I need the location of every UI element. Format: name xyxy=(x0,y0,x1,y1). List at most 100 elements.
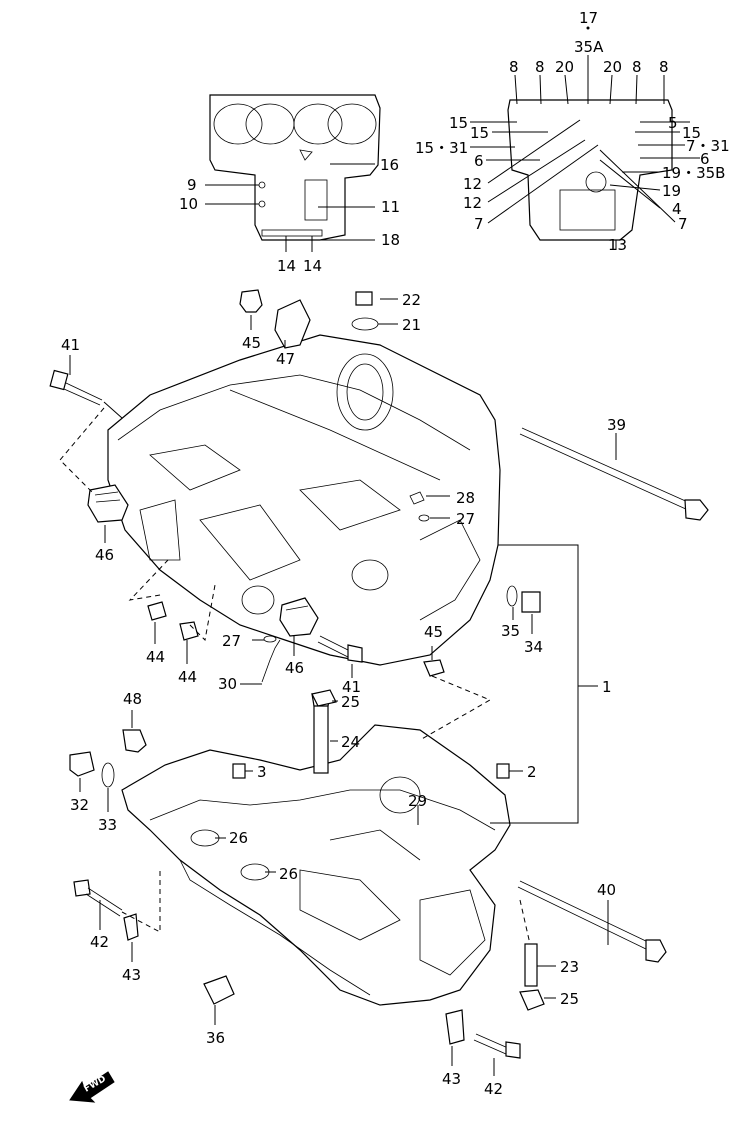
label-42b: 42 xyxy=(484,1080,503,1098)
label-35a: 35A xyxy=(574,38,604,56)
label-18: 18 xyxy=(381,231,400,249)
label-6b: 6 xyxy=(700,150,710,168)
filter-36 xyxy=(203,975,235,1005)
label-45b: 45 xyxy=(424,623,443,641)
label-47: 47 xyxy=(276,350,295,368)
label-41a: 41 xyxy=(61,336,80,354)
plug-34 xyxy=(521,591,541,613)
label-9: 9 xyxy=(187,176,197,194)
label-29: 29 xyxy=(408,792,427,810)
label-8d: 8 xyxy=(659,58,669,76)
gasket-21 xyxy=(351,317,379,331)
label-8a: 8 xyxy=(509,58,519,76)
label-26b: 26 xyxy=(279,865,298,883)
dowel-46a xyxy=(87,484,129,523)
switch-48 xyxy=(122,729,147,753)
label-27b: 27 xyxy=(222,632,241,650)
label-14a: 14 xyxy=(277,257,296,275)
washer-44a xyxy=(147,601,167,621)
breather-47 xyxy=(274,299,311,349)
label-23: 23 xyxy=(560,958,579,976)
label-43a: 43 xyxy=(122,966,141,984)
label-19-35b: 19・35B xyxy=(662,164,725,182)
label-19: 19 xyxy=(662,182,681,200)
label-15c: 15 xyxy=(682,124,701,142)
label-15a: 15 xyxy=(449,114,468,132)
nut-25a xyxy=(311,689,337,707)
label-15-31: 15・31 xyxy=(415,139,468,157)
label-35: 35 xyxy=(501,622,520,640)
label-33: 33 xyxy=(98,816,117,834)
bolt-41-lower xyxy=(317,635,363,663)
label-3: 3 xyxy=(257,763,267,781)
label-32: 32 xyxy=(70,796,89,814)
label-40: 40 xyxy=(597,881,616,899)
nut-45b xyxy=(423,659,445,677)
bolt-41-upper xyxy=(49,369,103,406)
bolt-42b xyxy=(473,1033,521,1059)
lower-case-bolt-inset xyxy=(470,26,700,250)
stud-23 xyxy=(524,943,538,987)
leader-lines xyxy=(59,298,617,1076)
label-43b: 43 xyxy=(442,1070,461,1088)
bolt-40 xyxy=(517,880,667,963)
gasket-35 xyxy=(506,585,518,607)
label-21: 21 xyxy=(402,316,421,334)
bolt-42a xyxy=(73,879,123,917)
label-11: 11 xyxy=(381,198,400,216)
label-22: 22 xyxy=(402,291,421,309)
label-30: 30 xyxy=(218,675,237,693)
plug-32 xyxy=(69,751,95,777)
label-2: 2 xyxy=(527,763,537,781)
bolt-39 xyxy=(519,427,709,521)
label-46b: 46 xyxy=(285,659,304,677)
label-24: 24 xyxy=(341,733,360,751)
label-7b: 7 xyxy=(678,215,688,233)
forward-arrow-icon: FWD xyxy=(69,1071,115,1103)
nut-25b xyxy=(519,989,545,1011)
gasket-33 xyxy=(101,762,115,788)
label-41b: 41 xyxy=(342,678,361,696)
part-number-labels: 17 35A 8 8 20 20 8 8 15 15 15・31 6 12 12… xyxy=(61,9,730,1098)
label-12a: 12 xyxy=(463,175,482,193)
label-7-31: 7・31 xyxy=(686,137,730,155)
label-15b: 15 xyxy=(470,124,489,142)
label-26a: 26 xyxy=(229,829,248,847)
bracket-43a xyxy=(123,913,139,941)
label-6a: 6 xyxy=(474,152,484,170)
label-45a: 45 xyxy=(242,334,261,352)
label-16: 16 xyxy=(380,156,399,174)
nut-44b xyxy=(179,621,199,641)
dowel-2 xyxy=(496,763,510,779)
label-44b: 44 xyxy=(178,668,197,686)
label-34: 34 xyxy=(524,638,543,656)
label-20b: 20 xyxy=(603,58,622,76)
label-14b: 14 xyxy=(303,257,322,275)
label-8c: 8 xyxy=(632,58,642,76)
oil-gallery-plug-45 xyxy=(239,289,263,313)
label-10: 10 xyxy=(179,195,198,213)
upper-crankcase xyxy=(107,334,501,666)
label-46a: 46 xyxy=(95,546,114,564)
label-17: 17 xyxy=(579,9,598,27)
small-parts-27-28 xyxy=(409,491,430,522)
label-42a: 42 xyxy=(90,933,109,951)
label-20a: 20 xyxy=(555,58,574,76)
label-4: 4 xyxy=(672,200,682,218)
label-12b: 12 xyxy=(463,194,482,212)
bracket-43b xyxy=(445,1009,465,1045)
o-ring-27b xyxy=(263,635,277,643)
dowel-46b xyxy=(279,597,319,637)
label-44a: 44 xyxy=(146,648,165,666)
label-28: 28 xyxy=(456,489,475,507)
pin-30 xyxy=(261,639,281,683)
dowel-3 xyxy=(232,763,246,779)
label-39: 39 xyxy=(607,416,626,434)
label-25a: 25 xyxy=(341,693,360,711)
label-1: 1 xyxy=(602,678,612,696)
label-8b: 8 xyxy=(535,58,545,76)
label-5: 5 xyxy=(668,114,678,132)
label-7a: 7 xyxy=(474,215,484,233)
inset-left-leaders xyxy=(205,163,375,252)
